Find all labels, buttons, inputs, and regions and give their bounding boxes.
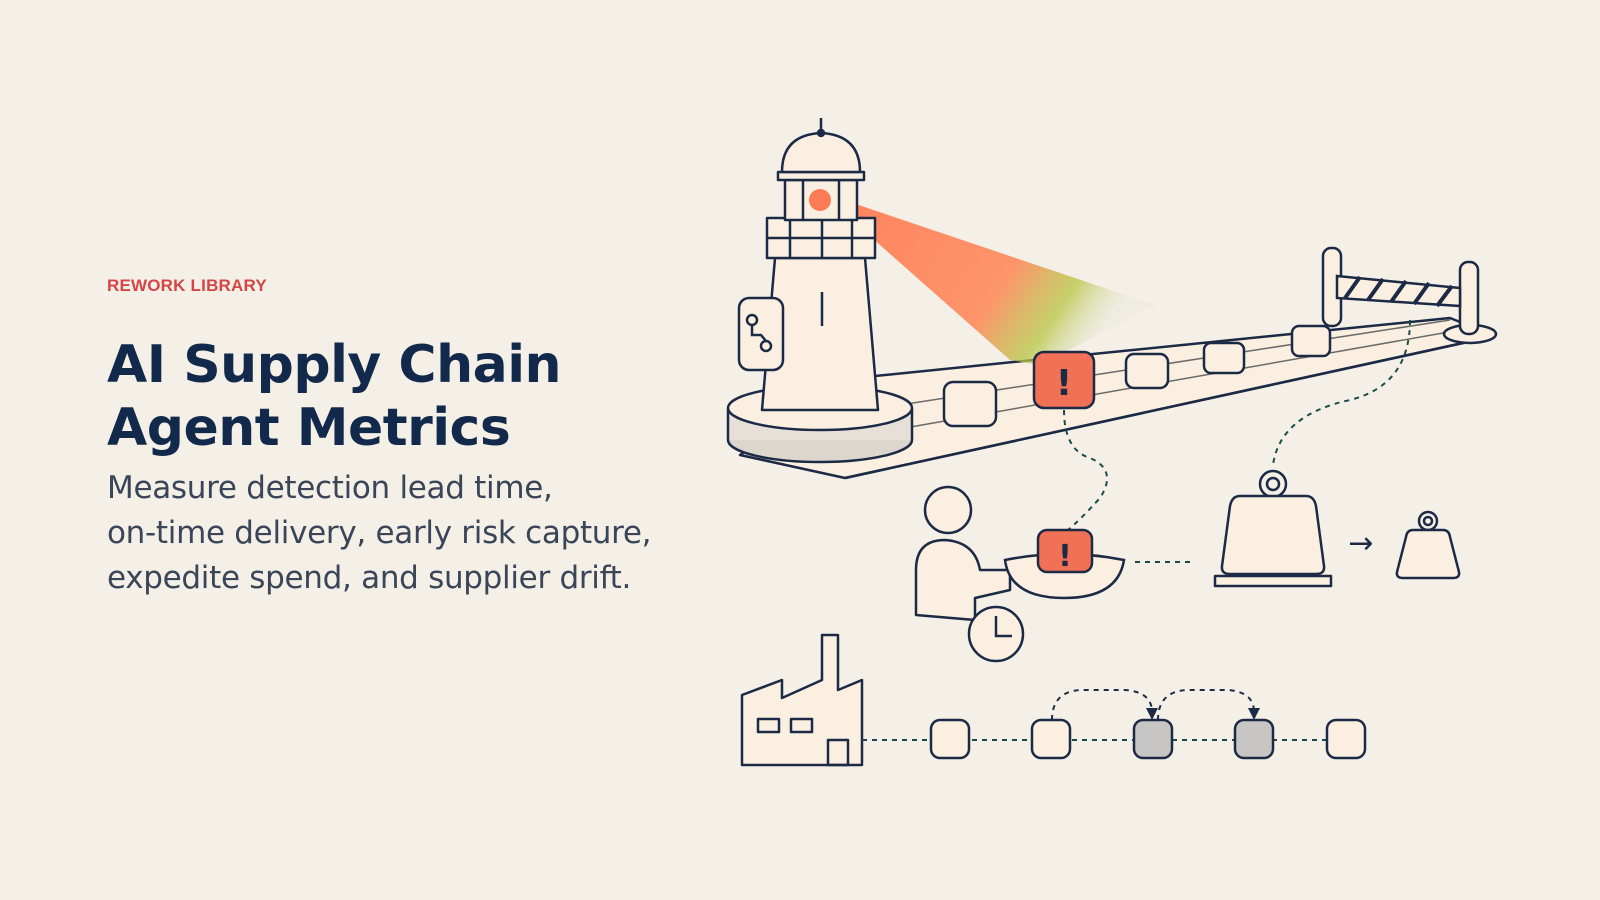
weight-small-icon — [1395, 510, 1461, 580]
arrow-right-icon: → — [1348, 526, 1373, 561]
person-icon — [914, 485, 1012, 622]
conveyor-box-icon — [942, 380, 998, 428]
illustration-svg: ! ! → — [726, 118, 1498, 767]
alert-glyph-bowl: ! — [1058, 539, 1072, 574]
clock-icon — [967, 605, 1025, 663]
conveyor-box-icon — [1290, 324, 1332, 358]
shipment-node-icon — [1132, 718, 1174, 760]
shipment-node-icon — [1325, 718, 1367, 760]
hero-text: REWORK LIBRARY AI Supply Chain Agent Met… — [107, 276, 707, 601]
conveyor-box-icon — [1124, 352, 1170, 390]
shipment-node-icon — [929, 718, 971, 760]
bowl-icon: ! — [1003, 528, 1126, 600]
alert-glyph: ! — [1056, 363, 1072, 404]
title-line-1: AI Supply Chain — [107, 335, 562, 395]
barrier-gate-icon — [1321, 246, 1498, 345]
alert-box-icon: ! — [1032, 350, 1096, 410]
conveyor-boxes — [942, 324, 1332, 428]
subtitle-line-2: on-time delivery, early risk capture, — [107, 515, 652, 551]
supply-chain-illustration: ! ! → — [720, 100, 1520, 790]
shipment-node-icon — [1030, 718, 1072, 760]
flow-tag-icon — [737, 296, 785, 372]
subtitle-line-1: Measure detection lead time, — [107, 470, 553, 506]
page-subtitle: Measure detection lead time, on-time del… — [107, 466, 707, 601]
shipment-node-icon — [1233, 718, 1275, 760]
title-line-2: Agent Metrics — [107, 398, 511, 458]
weight-large-icon — [1213, 469, 1333, 588]
factory-icon — [740, 633, 864, 767]
light-beam — [820, 192, 1155, 365]
route-flow-icon — [862, 689, 1367, 760]
lighthouse-icon — [726, 118, 914, 464]
connector-lines — [1063, 319, 1411, 563]
page-title: AI Supply Chain Agent Metrics — [107, 334, 707, 460]
eyebrow-label: REWORK LIBRARY — [107, 276, 267, 295]
subtitle-line-3: expedite spend, and supplier drift. — [107, 560, 632, 596]
conveyor-box-icon — [1202, 341, 1246, 375]
